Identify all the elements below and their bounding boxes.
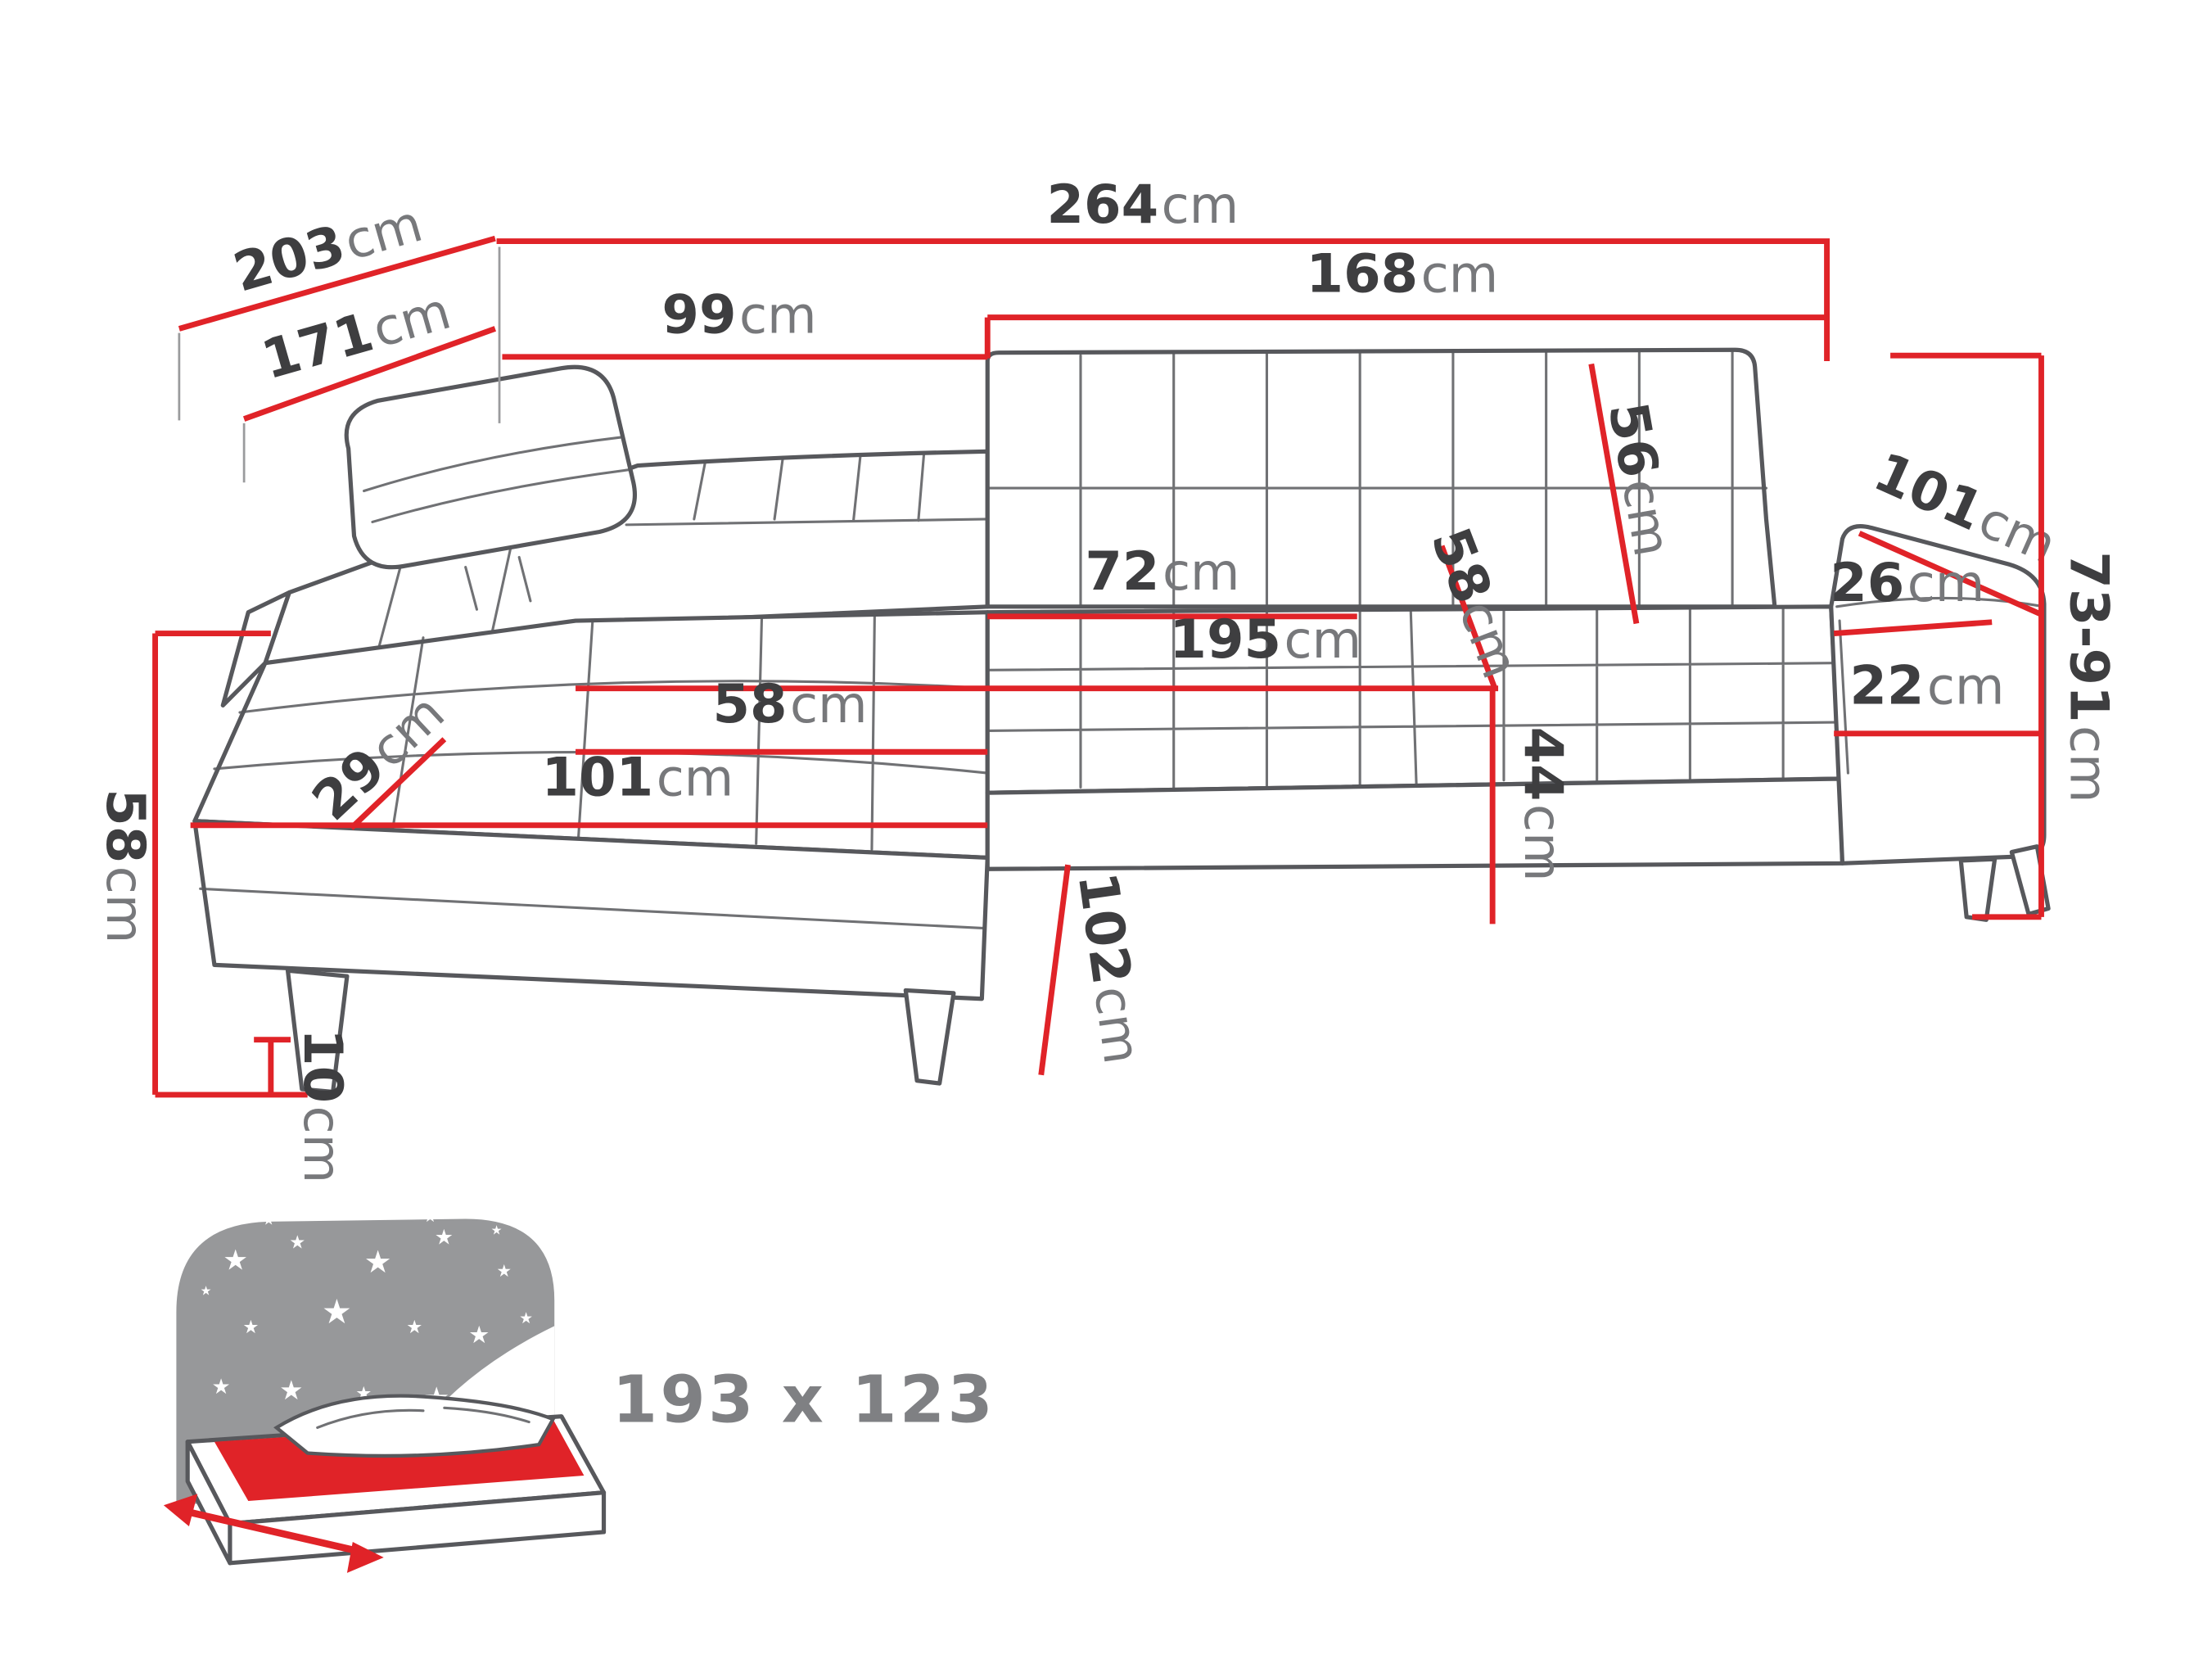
- dim-backrest-height-label: 56cm: [1596, 398, 1685, 561]
- sofa-headrest: [344, 364, 637, 611]
- dim-chaise-depth-label: 102cm: [1066, 869, 1154, 1068]
- dim-seat-height-label: 44cm: [1512, 726, 1574, 881]
- dim-right-back-width: 168cm: [984, 243, 1827, 359]
- svg-text:★: ★: [211, 1375, 230, 1399]
- dim-back-height-range: 73-91cm: [1890, 352, 2120, 920]
- dim-leg-height-label: 10cm: [291, 1028, 354, 1183]
- dim-seat-width: 195cm: [576, 608, 1499, 692]
- dim-chaise-depth: 102cm: [1038, 864, 1154, 1076]
- dim-chaise-seat-width: 58cm: [576, 673, 988, 755]
- sofa-right-seat: [985, 604, 1845, 871]
- dim-side-height-label: 58cm: [94, 789, 156, 943]
- svg-text:★: ★: [423, 1208, 437, 1226]
- dim-right-back-width-label: 168cm: [1307, 243, 1499, 305]
- svg-text:★: ★: [201, 1284, 212, 1299]
- sleeping-area-label: 193 x 123: [612, 1362, 995, 1438]
- dim-armrest-width-label: 22cm: [1849, 655, 2004, 717]
- dim-seat-depth-label: 72cm: [1085, 540, 1239, 603]
- width-arrow: [163, 1494, 384, 1573]
- svg-text:★: ★: [279, 1375, 303, 1406]
- dim-backrest-height: 56cm: [1588, 363, 1685, 625]
- dim-side-height: 58cm: [94, 631, 308, 1098]
- svg-text:★: ★: [435, 1226, 454, 1250]
- svg-text:★: ★: [263, 1212, 275, 1228]
- svg-text:★: ★: [468, 1321, 490, 1349]
- svg-text:★: ★: [406, 1317, 422, 1338]
- extension-lines: [178, 246, 501, 483]
- dim-chaise-length-label: 101cm: [542, 747, 734, 809]
- sofa-legs: [285, 844, 2051, 1095]
- dim-armrest-top-width: 26cm: [1830, 552, 1993, 636]
- sofa-chaise-front: [192, 819, 990, 1001]
- dim-chaise-length: 101cm: [190, 747, 988, 829]
- svg-text:★: ★: [364, 1244, 392, 1280]
- dim-back-height-range-label: 73-91cm: [2058, 551, 2120, 802]
- dim-left-back-width: 99cm: [502, 284, 988, 360]
- bed-drawing: [163, 1394, 607, 1573]
- dim-seat-width-label: 195cm: [1169, 608, 1361, 671]
- dim-leg-height: 10cm: [254, 1028, 354, 1183]
- sofa-drawing: [192, 347, 2051, 1095]
- dim-overall-width-label: 264cm: [1046, 174, 1239, 236]
- dim-armrest-width: 22cm: [1834, 655, 2042, 737]
- svg-text:★: ★: [491, 1223, 503, 1237]
- dim-seat-depth: 72cm: [987, 540, 1357, 620]
- svg-text:★: ★: [322, 1292, 352, 1331]
- dim-armrest-top-width-label: 26cm: [1830, 552, 1984, 614]
- svg-text:★: ★: [519, 1309, 533, 1327]
- dim-left-back-width-label: 99cm: [661, 284, 816, 346]
- dim-seat-height: 44cm: [1489, 689, 1574, 924]
- svg-text:★: ★: [289, 1232, 305, 1254]
- stars: ★ ★ ★ ★ ★ ★ ★ ★ ★ ★ ★ ★ ★ ★ ★ ★ ★ ★ ★ ★: [201, 1208, 533, 1466]
- dim-chaise-seat-width-label: 58cm: [712, 673, 867, 735]
- dim-overall-width: 264cm: [496, 174, 1831, 362]
- sleeping-function-bed-icon: ★ ★ ★ ★ ★ ★ ★ ★ ★ ★ ★ ★ ★ ★ ★ ★ ★ ★ ★ ★: [163, 1208, 995, 1573]
- svg-text:★: ★: [242, 1317, 259, 1338]
- svg-text:★: ★: [497, 1261, 512, 1281]
- svg-text:★: ★: [223, 1245, 248, 1277]
